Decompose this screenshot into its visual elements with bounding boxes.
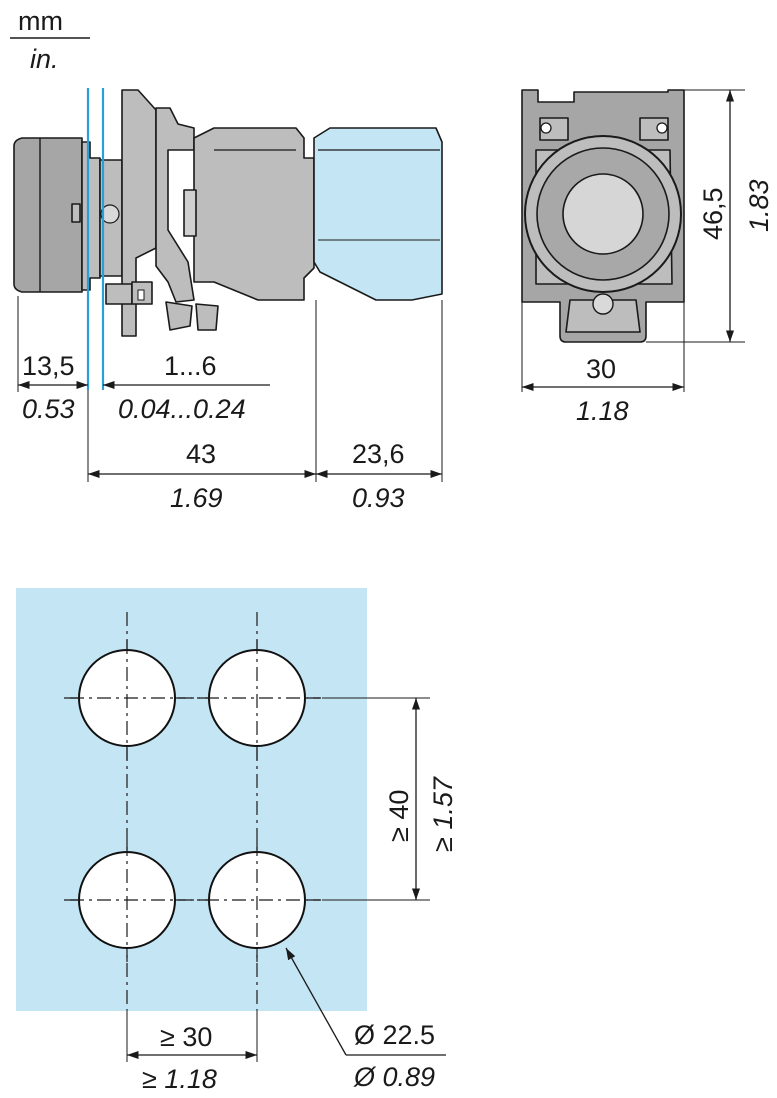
dim-body-depth: 43 1.69 <box>88 439 316 513</box>
additional-block <box>313 127 443 301</box>
panel-cutout <box>16 588 367 1011</box>
side-view-drawing <box>13 89 443 337</box>
dim-hole-diameter: Ø 22.5 Ø 0.89 <box>285 947 446 1092</box>
dim-vspacing-mm: ≥ 40 <box>384 790 414 842</box>
unit-mm: mm <box>18 6 63 36</box>
dim-hspacing-in: ≥ 1.18 <box>142 1064 217 1094</box>
dim-vertical-spacing: ≥ 40 ≥ 1.57 <box>384 698 458 900</box>
dim-diameter-mm: Ø 22.5 <box>354 1020 435 1050</box>
dim-height-in: 1.83 <box>744 179 774 232</box>
dim-extra-block: 23,6 0.93 <box>316 439 442 513</box>
terminal-screw-3 <box>165 301 193 331</box>
dim-width-in: 1.18 <box>576 396 629 426</box>
terminal-screw-1 <box>105 283 133 305</box>
unit-inch: in. <box>30 44 59 74</box>
dim-diameter-in: Ø 0.89 <box>353 1062 435 1092</box>
dim-hspacing-mm: ≥ 30 <box>160 1022 212 1052</box>
dim-extra-in: 0.93 <box>352 483 405 513</box>
dim-width-mm: 30 <box>586 354 616 384</box>
terminal-screw-4 <box>195 303 219 331</box>
button-head <box>13 137 83 293</box>
dim-extra-mm: 23,6 <box>352 439 405 469</box>
front-push-button <box>562 173 644 255</box>
fixing-collar <box>155 107 195 303</box>
front-view-drawing <box>521 89 685 343</box>
dim-front-width: 30 1.18 <box>522 354 684 426</box>
dim-front-depth-mm: 13,5 <box>22 351 75 381</box>
dim-front-depth-in: 0.53 <box>22 394 75 424</box>
front-terminal <box>565 299 641 333</box>
dim-horizontal-spacing: ≥ 30 ≥ 1.18 <box>126 1022 257 1094</box>
cutout-extension-lines <box>126 697 430 1062</box>
front-extension-lines <box>521 89 745 392</box>
panel-lines <box>86 88 105 390</box>
dim-front-height: 46,5 1.83 <box>698 90 774 342</box>
dim-vspacing-in: ≥ 1.57 <box>428 776 458 852</box>
side-extension-lines <box>17 296 443 482</box>
dim-height-mm: 46,5 <box>698 187 728 240</box>
dim-front-depth: 13,5 0.53 <box>18 351 88 424</box>
dim-panel-mm: 1...6 <box>164 351 217 381</box>
button-latch <box>71 203 81 223</box>
dim-body-mm: 43 <box>186 439 216 469</box>
mounting-plate <box>121 89 157 337</box>
cutout-panel <box>16 588 367 1011</box>
bezel <box>81 141 101 291</box>
dim-panel-thickness: 1...6 0.04...0.24 <box>103 351 270 424</box>
dim-body-in: 1.69 <box>170 483 223 513</box>
units-legend: mm in. <box>10 6 90 74</box>
dim-panel-in: 0.04...0.24 <box>118 394 246 424</box>
contact-block <box>193 127 315 301</box>
